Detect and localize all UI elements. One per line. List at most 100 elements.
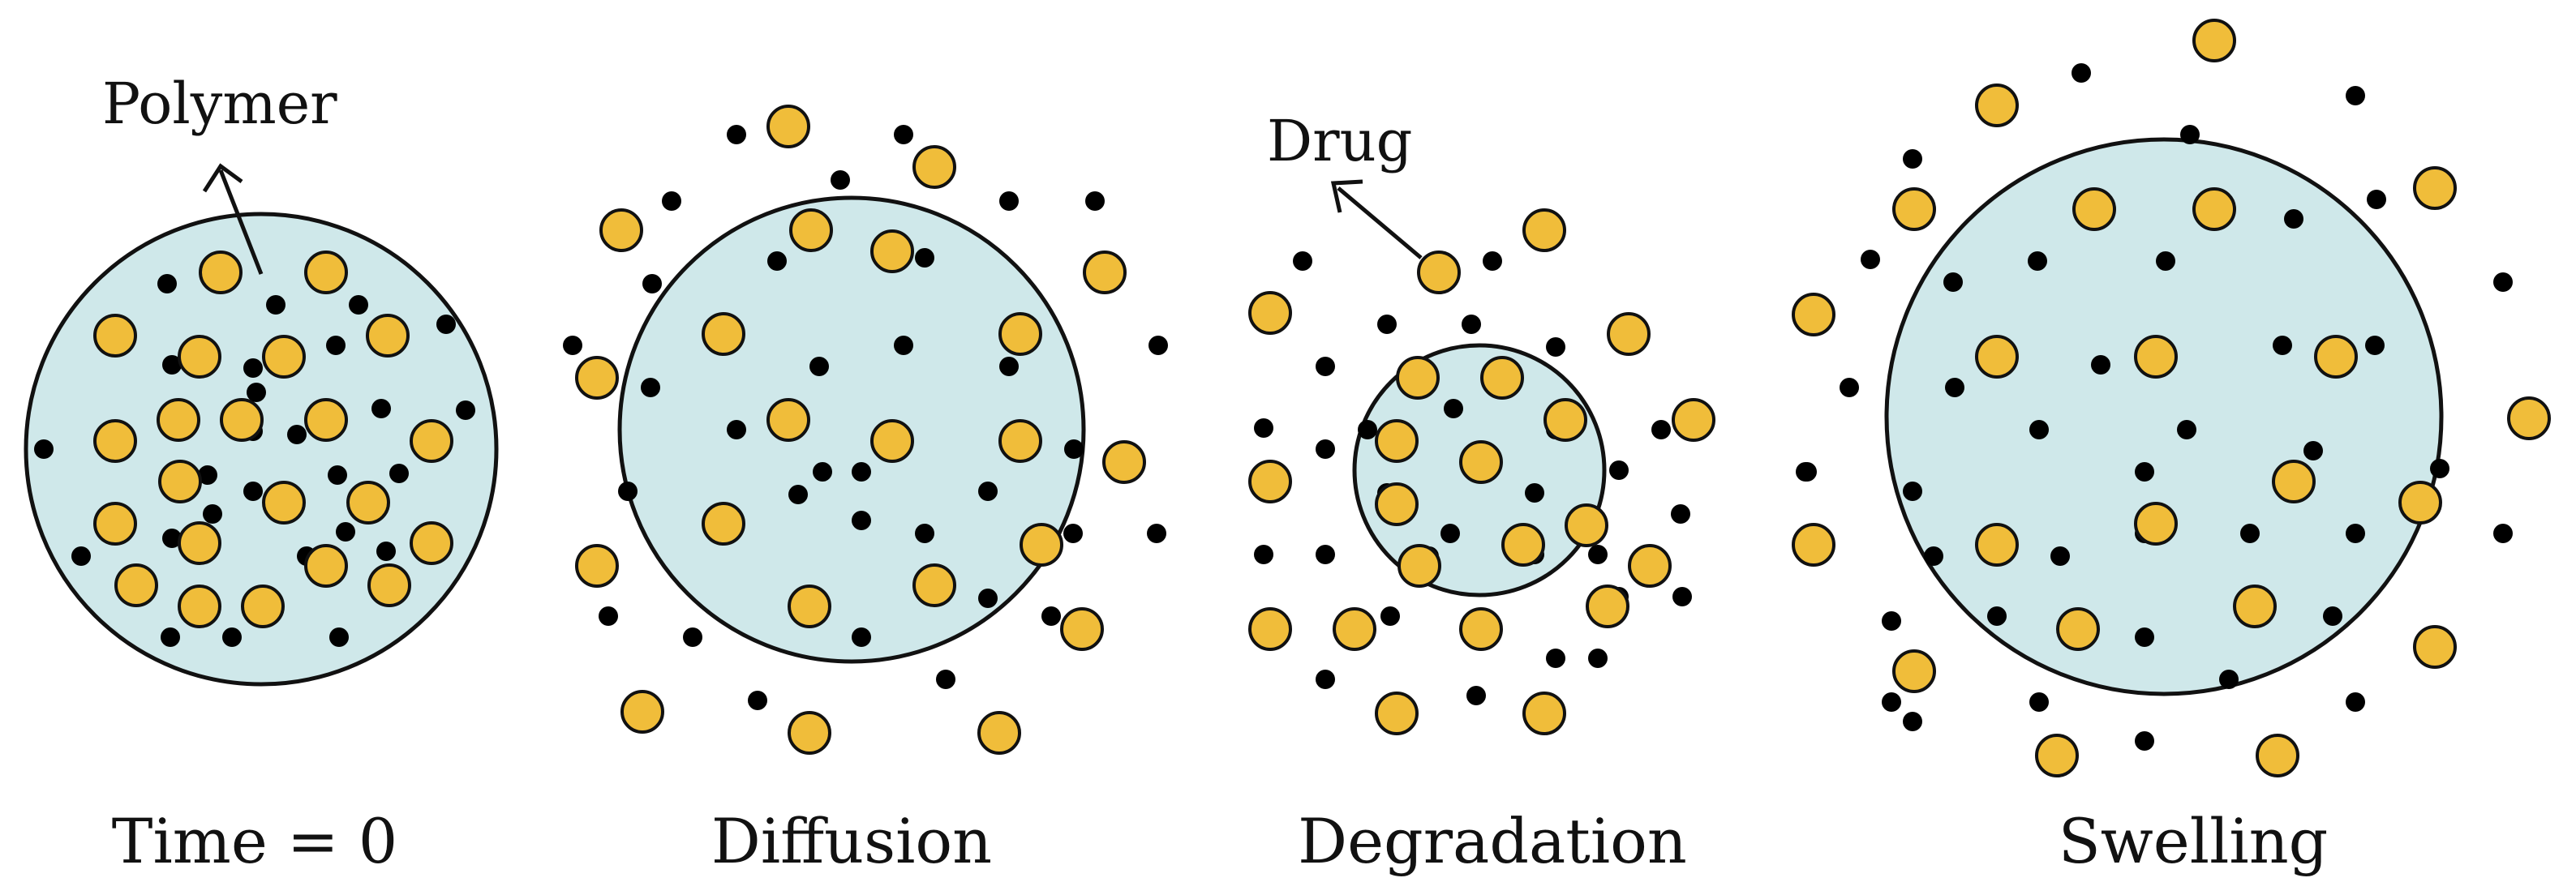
drug-circle-time-zero <box>304 398 348 442</box>
polymer-dot-degradation <box>1254 418 1273 438</box>
drug-circle-swelling <box>2398 481 2442 525</box>
drug-circle-degradation <box>1586 585 1629 628</box>
drug-circle-degradation <box>1565 503 1608 547</box>
polymer-dot-swelling <box>2029 692 2049 712</box>
polymer-dot-swelling <box>2028 251 2047 271</box>
polymer-dot-time-zero <box>198 465 217 485</box>
polymer-dot-diffusion <box>662 191 681 211</box>
polymer-dot-degradation <box>1293 251 1312 271</box>
polymer-dot-diffusion <box>978 589 998 608</box>
drug-circle-swelling <box>1792 293 1835 336</box>
polymer-dot-diffusion <box>641 378 660 397</box>
drug-circle-swelling <box>1975 84 2019 127</box>
polymer-dot-diffusion <box>748 691 767 710</box>
drug-circle-time-zero <box>114 563 158 607</box>
polymer-dot-swelling <box>2180 125 2200 144</box>
drug-circle-time-zero <box>93 419 137 463</box>
drug-circle-degradation <box>1459 440 1503 484</box>
polymer-sphere-swelling <box>1884 137 2444 696</box>
drug-circle-time-zero <box>178 335 221 379</box>
polymer-dot-diffusion <box>727 420 746 439</box>
polymer-dot-diffusion <box>683 627 702 647</box>
polymer-dot-degradation <box>1588 649 1608 668</box>
drug-circle-time-zero <box>304 251 348 294</box>
polymer-dot-swelling <box>2493 524 2513 543</box>
polymer-dot-time-zero <box>247 383 266 402</box>
polymer-dot-swelling <box>1903 482 1922 501</box>
polymer-dot-time-zero <box>329 627 349 647</box>
caption-degradation: Degradation <box>1298 805 1687 877</box>
polymer-dot-swelling <box>2346 524 2365 543</box>
polymer-dot-degradation <box>1316 670 1335 689</box>
caption-swelling: Swelling <box>2059 805 2329 877</box>
polymer-dot-diffusion <box>978 482 998 501</box>
polymer-dot-diffusion <box>809 357 829 376</box>
polymer-dot-diffusion <box>915 524 934 543</box>
polymer-dot-swelling <box>2284 209 2303 229</box>
polymer-dot-swelling <box>1903 712 1922 731</box>
polymer-dot-swelling <box>2346 692 2365 712</box>
drug-circle-diffusion <box>575 544 619 588</box>
drug-circle-swelling <box>1892 187 1936 231</box>
drug-circle-degradation <box>1607 312 1651 356</box>
caption-diffusion: Diffusion <box>711 805 992 877</box>
polymer-dot-degradation <box>1466 686 1486 705</box>
polymer-dot-swelling <box>2135 627 2154 647</box>
polymer-dot-swelling <box>2219 670 2239 689</box>
polymer-dot-swelling <box>2156 251 2175 271</box>
drug-circle-diffusion <box>1020 523 1063 567</box>
drug-circle-swelling <box>2233 585 2277 628</box>
polymer-dot-degradation <box>1254 545 1273 564</box>
drug-circle-diffusion <box>575 356 619 400</box>
drug-circle-diffusion <box>599 208 643 252</box>
polymer-dot-degradation <box>1462 315 1481 334</box>
drug-circle-degradation <box>1375 419 1419 463</box>
polymer-dot-degradation <box>1440 524 1460 543</box>
polymer-dot-swelling <box>2135 462 2154 482</box>
drug-circle-diffusion <box>702 502 745 546</box>
drug-circle-degradation <box>1628 544 1672 588</box>
drug-circle-swelling <box>2134 502 2178 546</box>
polymer-dot-time-zero <box>336 522 355 542</box>
polymer-dot-swelling <box>2273 336 2292 355</box>
polymer-dot-swelling <box>2177 420 2196 439</box>
polymer-dot-swelling <box>2029 420 2049 439</box>
polymer-dot-degradation <box>1672 587 1692 606</box>
drug-circle-degradation <box>1375 482 1419 526</box>
polymer-dot-time-zero <box>456 400 475 420</box>
polymer-sphere-diffusion <box>617 195 1086 664</box>
polymer-dot-swelling <box>2091 355 2110 375</box>
polymer-dot-swelling <box>1796 462 1815 482</box>
polymer-dot-diffusion <box>727 125 746 144</box>
polymer-dot-time-zero <box>326 336 346 355</box>
polymer-dot-time-zero <box>162 529 182 548</box>
drug-circle-diffusion <box>998 312 1042 356</box>
polymer-dot-degradation <box>1546 337 1565 357</box>
polymer-dot-time-zero <box>287 425 307 444</box>
polymer-dot-diffusion <box>813 462 832 482</box>
drug-particles <box>93 19 2551 777</box>
drug-circle-swelling <box>1792 523 1835 567</box>
drug-circle-time-zero <box>158 460 202 503</box>
drug-circle-degradation <box>1459 607 1503 651</box>
drug-circle-time-zero <box>346 481 390 525</box>
drug-circle-time-zero <box>93 502 137 546</box>
drug-circle-diffusion <box>977 711 1021 755</box>
polymer-dot-time-zero <box>371 399 391 418</box>
polymer-dot-diffusion <box>1148 336 1168 355</box>
drug-circle-time-zero <box>262 335 306 379</box>
caption-time-zero: Time = 0 <box>112 805 397 877</box>
drug-circle-swelling <box>1892 649 1936 693</box>
drug-circle-diffusion <box>620 690 664 734</box>
polymer-dot-time-zero <box>436 315 456 334</box>
polymer-dot-diffusion <box>767 251 787 271</box>
polymer-dot-swelling <box>2050 546 2070 566</box>
polymer-dot-swelling <box>1882 692 1901 712</box>
drug-circle-swelling <box>2056 607 2100 651</box>
polymer-dot-swelling <box>2367 190 2386 209</box>
polymer-dot-degradation <box>1316 439 1335 459</box>
polymer-dot-time-zero <box>243 358 263 378</box>
polymer-dot-degradation <box>1483 251 1502 271</box>
polymer-arrow-icon <box>202 163 264 275</box>
polymer-dot-swelling <box>2240 524 2260 543</box>
